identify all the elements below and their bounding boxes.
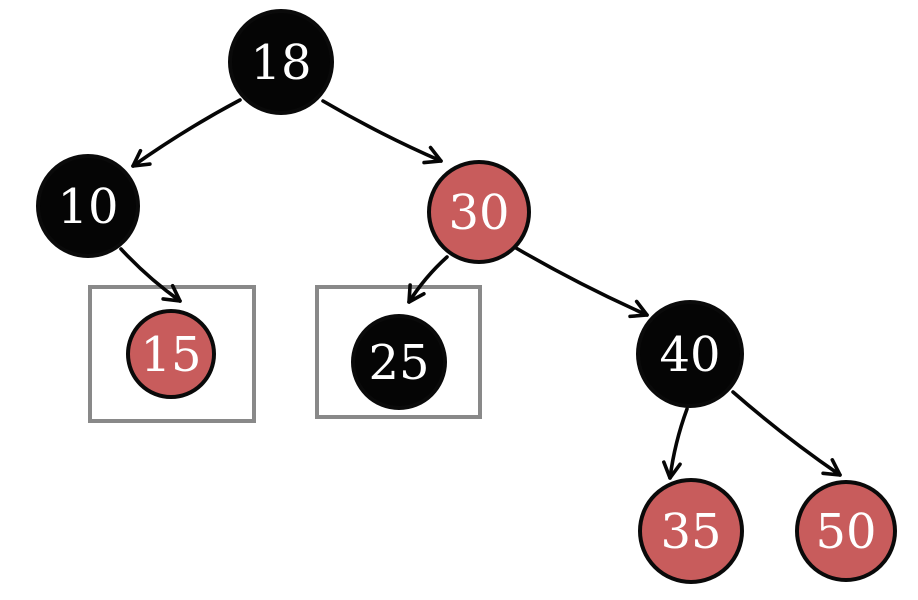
tree-node-10-label: 10 [57,179,118,235]
tree-node-18-label: 18 [250,35,311,91]
tree-node-35-circle [638,478,744,584]
arrowhead-30-25 [407,283,426,304]
arrowhead-40-35 [662,460,682,480]
tree-node-30-circle [427,160,531,264]
edge-30-25 [407,255,449,304]
edge-40-50 [731,390,842,477]
tree-node-10-circle [36,154,140,258]
tree-node-30-label: 30 [448,185,509,241]
tree-node-50-circle [795,480,897,582]
tree-node-40-label: 40 [659,327,720,383]
arrowhead-40-50 [821,458,842,477]
edge-18-30 [321,99,443,163]
arrowhead-18-30 [422,145,443,165]
tree-node-40-circle [636,300,744,408]
arrowhead-18-10 [131,148,152,168]
tree-node-18-circle [228,9,334,115]
tree-node-25-circle [351,314,447,410]
tree-node-35-label: 35 [660,504,721,560]
tree-node-15-circle [126,309,216,399]
edge-40-35 [668,407,689,480]
tree-node-25-label: 25 [368,335,429,391]
edge-18-10 [131,98,242,168]
arrowhead-30-40 [628,299,649,319]
tree-node-50-label: 50 [815,504,876,560]
arrowhead-10-15 [161,283,182,303]
edge-30-40 [514,246,649,317]
tree-node-15-label: 15 [140,327,201,383]
edge-10-15 [119,247,182,303]
highlight-box-25 [315,285,482,419]
